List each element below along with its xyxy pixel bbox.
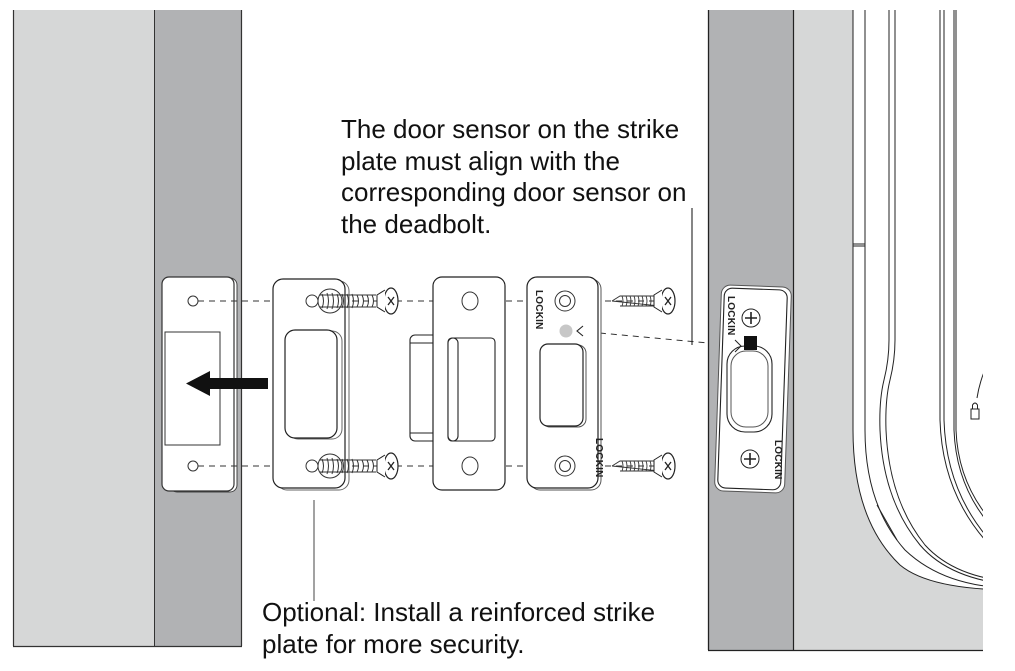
reinforced-strike-plate [272, 278, 350, 491]
sensor-pointer-arrow [576, 325, 584, 337]
frame-face [13, 10, 154, 646]
plate-logo-bottom: LOCKIN [593, 438, 604, 478]
long-screw-bottom [317, 452, 399, 480]
arrow-left-icon [186, 371, 268, 396]
standard-strike-plate [432, 276, 506, 491]
sensor-strike-plate: LOCKIN LOCKIN [526, 276, 604, 491]
deadbolt-sensor-block [744, 336, 757, 350]
deadbolt-logo-bottom: LOCKIN [772, 440, 783, 480]
reinforced-plate-callout: Optional: Install a reinforced strike pl… [262, 597, 656, 659]
deadbolt-faceplate: LOCKIN LOCKIN [714, 284, 792, 494]
plate-logo-top: LOCKIN [533, 290, 544, 330]
long-screw-top [317, 287, 399, 315]
short-screw-top [611, 287, 676, 315]
sensor-alignment-callout: The door sensor on the strike plate must… [341, 114, 687, 239]
lock-icon [970, 402, 980, 420]
deadbolt-logo-top: LOCKIN [725, 296, 736, 336]
deadbolt-body [852, 10, 1015, 591]
strike-sensor-dot [559, 324, 573, 338]
short-screw-bottom [611, 452, 676, 480]
